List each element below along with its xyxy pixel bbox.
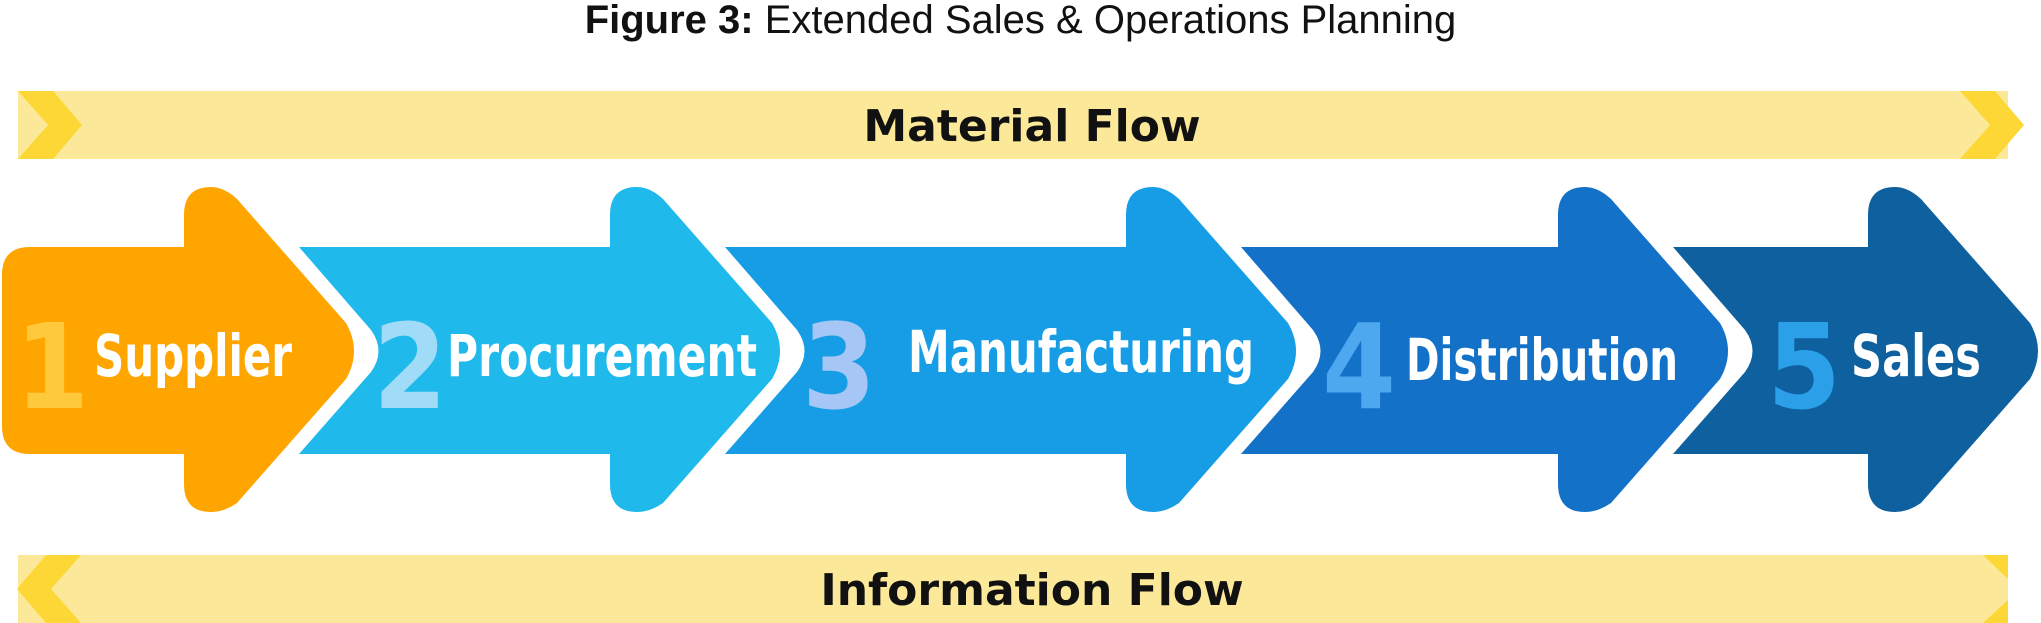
arrow-4-shape — [1241, 187, 1728, 512]
step-1-label: Supplier — [94, 322, 292, 390]
information-flow-label: Information Flow — [820, 565, 1243, 616]
figure-label: Figure 3: — [584, 0, 754, 42]
material-flow-band: Material Flow — [18, 91, 2024, 159]
arrow-5-shape — [1673, 187, 2038, 512]
arrow-2 — [299, 187, 780, 512]
arrow-1 — [2, 187, 354, 512]
material-flow-tail-chevron — [18, 91, 82, 159]
step-2-number: 2 — [373, 298, 447, 436]
step-3-label: Manufacturing — [908, 318, 1254, 386]
information-flow-head-chevron — [17, 555, 81, 623]
arrow-5 — [1673, 187, 2038, 512]
step-4-number: 4 — [1322, 298, 1396, 436]
arrow-3 — [725, 187, 1296, 512]
information-flow-band: Information Flow — [17, 555, 2008, 623]
information-flow-bar — [18, 555, 2008, 623]
information-flow-tail-chevron-lower — [1983, 600, 2008, 623]
arrow-3-shape — [725, 187, 1296, 512]
step-5-label: Sales — [1851, 322, 1981, 390]
step-3-number: 3 — [802, 298, 876, 436]
step-5-number: 5 — [1767, 298, 1841, 436]
arrow-2-shape — [299, 187, 780, 512]
step-4-label: Distribution — [1406, 326, 1678, 394]
material-flow-label: Material Flow — [863, 101, 1200, 152]
arrow-4 — [1241, 187, 1728, 512]
arrow-1-shape — [2, 187, 354, 512]
figure-caption: Extended Sales & Operations Planning — [764, 0, 1457, 42]
figure-title: Figure 3: Extended Sales & Operations Pl… — [0, 0, 2041, 45]
step-1-number: 1 — [15, 298, 89, 436]
material-flow-bar — [18, 91, 2008, 159]
material-flow-head-chevron — [1960, 91, 2024, 159]
step-2-label: Procurement — [447, 322, 757, 390]
information-flow-tail-chevron — [1983, 555, 2008, 579]
